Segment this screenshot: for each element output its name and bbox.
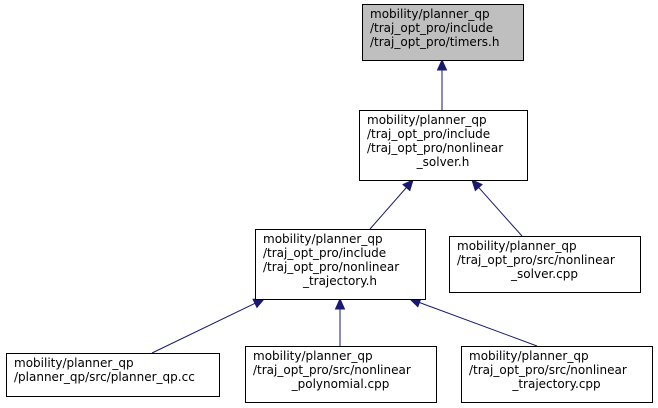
arrowhead-icon	[436, 58, 448, 71]
nodes-layer: mobility/planner_qp/traj_opt_pro/include…	[6, 4, 653, 403]
node-label-line: _solver.cpp	[510, 267, 578, 281]
edge-planner-qp-cc-to-nonlinear-trajectory-h	[151, 298, 266, 354]
node-box	[245, 346, 437, 403]
node-label-line: mobility/planner_qp	[370, 7, 490, 21]
node-label-line: mobility/planner_qp	[14, 356, 134, 370]
node-label-line: mobility/planner_qp	[253, 349, 373, 363]
edge-line	[478, 187, 523, 237]
node-planner-qp-cc[interactable]: mobility/planner_qp/planner_qp/src/plann…	[6, 353, 220, 397]
node-label-line: /traj_opt_pro/nonlinear	[263, 260, 399, 274]
node-box	[461, 346, 653, 403]
edge-line	[369, 187, 407, 230]
node-label-line: mobility/planner_qp	[263, 232, 383, 246]
node-label-line: mobility/planner_qp	[367, 113, 487, 127]
edge-nonlinear-polynomial-cpp-to-nonlinear-trajectory-h	[334, 297, 346, 346]
arrowhead-icon	[334, 297, 346, 310]
edge-line	[419, 302, 538, 347]
arrowhead-icon	[252, 298, 266, 309]
arrowhead-icon	[471, 179, 483, 192]
node-box	[449, 236, 641, 293]
edge-nonlinear-trajectory-cpp-to-nonlinear-trajectory-h	[408, 297, 538, 347]
node-label-line: /planner_qp/src/planner_qp.cc	[14, 370, 195, 384]
node-label-line: _trajectory.h	[302, 274, 377, 288]
node-label-line: /traj_opt_pro/include	[370, 21, 493, 35]
node-label-line: _trajectory.cpp	[511, 377, 600, 391]
node-label-line: /traj_opt_pro/timers.h	[370, 35, 499, 49]
node-nonlinear-solver-h[interactable]: mobility/planner_qp/traj_opt_pro/include…	[359, 110, 528, 181]
node-label-line: /traj_opt_pro/include	[263, 246, 386, 260]
node-label-line: _solver.h	[416, 155, 470, 169]
node-box	[255, 229, 426, 300]
arrowhead-icon	[402, 179, 414, 192]
node-label-line: mobility/planner_qp	[469, 349, 589, 363]
node-box	[362, 4, 524, 61]
node-label-line: mobility/planner_qp	[457, 239, 577, 253]
edge-nonlinear-trajectory-h-to-nonlinear-solver-h	[369, 179, 414, 230]
node-label-line: /traj_opt_pro/src/nonlinear	[469, 363, 627, 377]
node-label-line: _polynomial.cpp	[291, 377, 390, 391]
node-timers-h: mobility/planner_qp/traj_opt_pro/include…	[362, 4, 524, 61]
node-nonlinear-trajectory-h[interactable]: mobility/planner_qp/traj_opt_pro/include…	[255, 229, 426, 300]
edges-layer	[151, 58, 538, 354]
node-label-line: /traj_opt_pro/src/nonlinear	[253, 363, 411, 377]
node-box	[6, 353, 220, 397]
node-nonlinear-solver-cpp[interactable]: mobility/planner_qp/traj_opt_pro/src/non…	[449, 236, 641, 293]
node-label-line: /traj_opt_pro/src/nonlinear	[457, 253, 615, 267]
node-nonlinear-polynomial-cpp[interactable]: mobility/planner_qp/traj_opt_pro/src/non…	[245, 346, 437, 403]
node-box	[359, 110, 528, 181]
node-label-line: /traj_opt_pro/nonlinear	[367, 141, 503, 155]
edge-nonlinear-solver-cpp-to-nonlinear-solver-h	[471, 179, 523, 237]
node-nonlinear-trajectory-cpp[interactable]: mobility/planner_qp/traj_opt_pro/src/non…	[461, 346, 653, 403]
edge-nonlinear-solver-h-to-timers-h	[436, 58, 448, 110]
node-label-line: /traj_opt_pro/include	[367, 127, 490, 141]
edge-line	[151, 302, 256, 354]
